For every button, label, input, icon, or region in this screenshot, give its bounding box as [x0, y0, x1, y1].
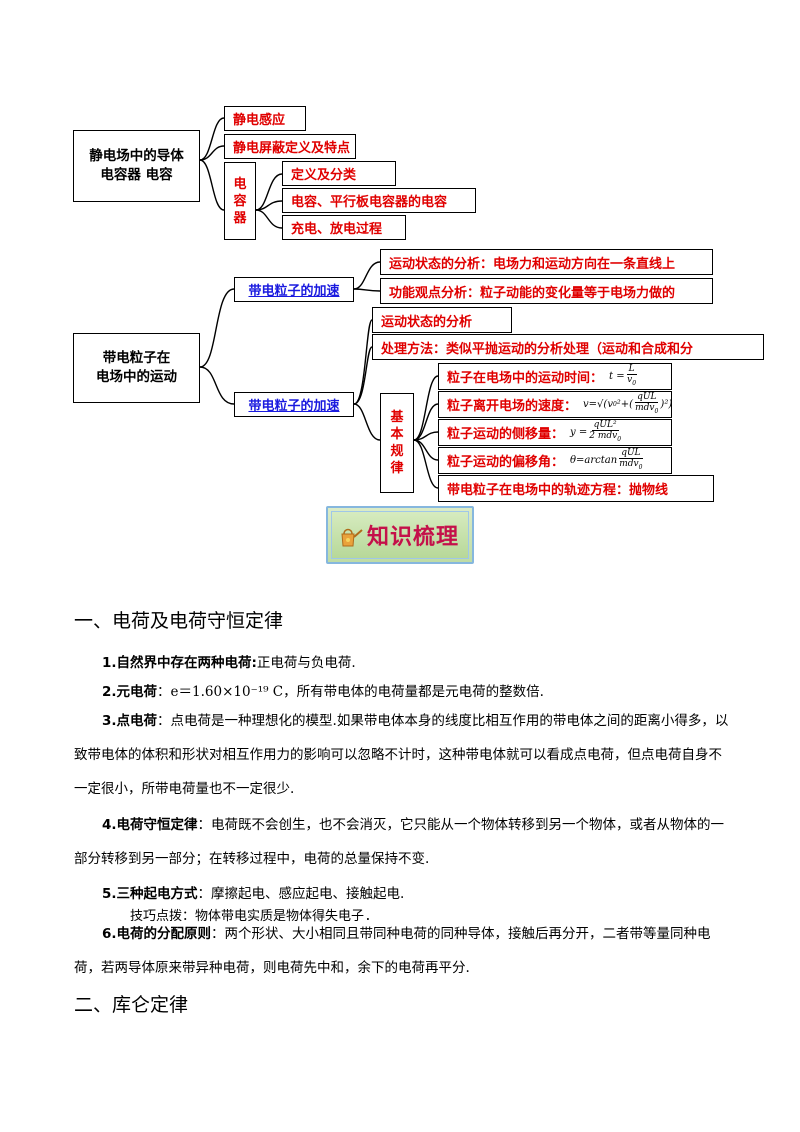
link-label: 带电粒子的加速 [248, 284, 340, 299]
paragraph-3: 3.点电荷：点电荷是一种理想化的模型.如果带电体本身的线度比相互作用的带电体之间… [74, 704, 730, 806]
vertical-char: 电 [233, 176, 247, 192]
node-label: 电容、平行板电容器的电容 [291, 195, 448, 210]
paragraph-6: 6.电荷的分配原则：两个形状、大小相同且带同种电荷的同种导体，接触后再分开，二者… [74, 917, 730, 985]
law-label: 粒子运动的侧移量： [447, 427, 565, 442]
p2-text: ：e＝1.60×10⁻¹⁹ C，所有带电体的电荷量都是元电荷的整数倍. [157, 684, 544, 700]
vertical-char: 容 [233, 193, 247, 209]
p6-label: 6.电荷的分配原则 [102, 926, 212, 942]
node-deflect-method: 处理方法：类似平抛运动的分析处理（运动和合成和分 [372, 334, 764, 360]
p1-label: 1.自然界中存在两种电荷: [102, 655, 257, 671]
node-label: 定义及分类 [291, 168, 357, 183]
node-deflect-motion-analysis: 运动状态的分析 [372, 307, 512, 333]
p1-text: 正电荷与负电荷. [256, 655, 356, 671]
paragraph-5: 5.三种起电方式：摩擦起电、感应起电、接触起电. [74, 877, 730, 911]
knowledge-banner: 知识梳理 [326, 506, 474, 564]
law-label: 粒子在电场中的运动时间： [447, 371, 604, 386]
vertical-char: 规 [390, 444, 404, 459]
p2-label: 2.元电荷 [102, 684, 158, 700]
p4-text: ：电荷既不会创生，也不会消灭，它只能从一个物体转移到另一个物体，或者从物体的一部… [74, 817, 725, 867]
root2-line1: 带电粒子在 [102, 350, 171, 366]
node-label: 功能观点分析：粒子动能的变化量等于电场力做的 [389, 285, 676, 301]
watering-can-icon [341, 528, 363, 547]
root1-line2: 电容器 电容 [100, 167, 173, 183]
node-label: 静电屏蔽定义及特点 [233, 141, 351, 156]
law-label: 粒子运动的偏移角： [447, 455, 565, 470]
p3-text: ：点电荷是一种理想化的模型.如果带电体本身的线度比相互作用的带电体之间的距离小得… [74, 713, 729, 797]
node-label: 处理方法：类似平抛运动的分析处理（运动和合成和分 [381, 341, 694, 357]
root1-line1: 静电场中的导体 [89, 148, 184, 164]
p3-label: 3.点电荷 [102, 713, 158, 729]
p5-text: ：摩擦起电、感应起电、接触起电. [197, 886, 405, 902]
p6-text: ：两个形状、大小相同且带同种电荷的同种导体，接触后再分开，二者带等量同种电荷，若… [74, 926, 711, 976]
vertical-char: 基 [390, 410, 404, 425]
root-conductor-capacitor: 静电场中的导体 电容器 电容 [73, 130, 200, 202]
node-accel-motion-analysis: 运动状态的分析：电场力和运动方向在一条直线上 [380, 249, 713, 275]
link-particle-acceleration-2[interactable]: 带电粒子的加速 [234, 392, 354, 417]
section-heading-coulomb: 二、库仑定律 [74, 994, 189, 1016]
node-electrostatic-induction: 静电感应 [224, 106, 306, 131]
mind-map-connectors [199, 117, 439, 489]
node-basic-laws: 基 本 规 律 [380, 393, 414, 493]
paragraph-4: 4.电荷守恒定律：电荷既不会创生，也不会消灭，它只能从一个物体转移到另一个物体，… [74, 808, 730, 876]
link-label: 带电粒子的加速 [248, 399, 340, 414]
section-heading-charge: 一、电荷及电荷守恒定律 [74, 610, 284, 632]
p4-label: 4.电荷守恒定律 [102, 817, 198, 833]
root2-line2: 电场中的运动 [96, 369, 177, 385]
vertical-char: 器 [233, 210, 247, 226]
node-label: 静电感应 [233, 113, 286, 128]
tip-note: 技巧点拨：物体带电实质是物体得失电子. [130, 909, 372, 924]
node-capacitor-definition: 定义及分类 [282, 161, 396, 186]
paragraph-2: 2.元电荷：e＝1.60×10⁻¹⁹ C，所有带电体的电荷量都是元电荷的整数倍. [74, 675, 730, 709]
root-particle-motion: 带电粒子在 电场中的运动 [73, 333, 200, 403]
paragraph-1: 1.自然界中存在两种电荷:正电荷与负电荷. [74, 646, 730, 680]
banner-title: 知识梳理 [366, 525, 459, 550]
link-particle-acceleration-1[interactable]: 带电粒子的加速 [234, 277, 354, 302]
node-capacitance: 电容、平行板电容器的电容 [282, 188, 476, 213]
p5-label: 5.三种起电方式 [102, 886, 198, 902]
vertical-char: 本 [390, 427, 404, 442]
node-label: 运动状态的分析 [381, 314, 473, 330]
law-label: 粒子离开电场的速度： [447, 399, 578, 414]
node-label: 充电、放电过程 [291, 222, 383, 237]
node-capacitor: 电 容 器 [224, 162, 256, 240]
law-label: 带电粒子在电场中的轨迹方程：抛物线 [447, 483, 669, 498]
law-trajectory: 带电粒子在电场中的轨迹方程：抛物线 [438, 475, 714, 502]
node-shielding: 静电屏蔽定义及特点 [224, 134, 356, 159]
node-label: 运动状态的分析：电场力和运动方向在一条直线上 [389, 256, 676, 272]
vertical-char: 律 [390, 461, 404, 476]
node-charge-discharge: 充电、放电过程 [282, 215, 406, 240]
node-accel-energy-analysis: 功能观点分析：粒子动能的变化量等于电场力做的 [380, 278, 713, 304]
